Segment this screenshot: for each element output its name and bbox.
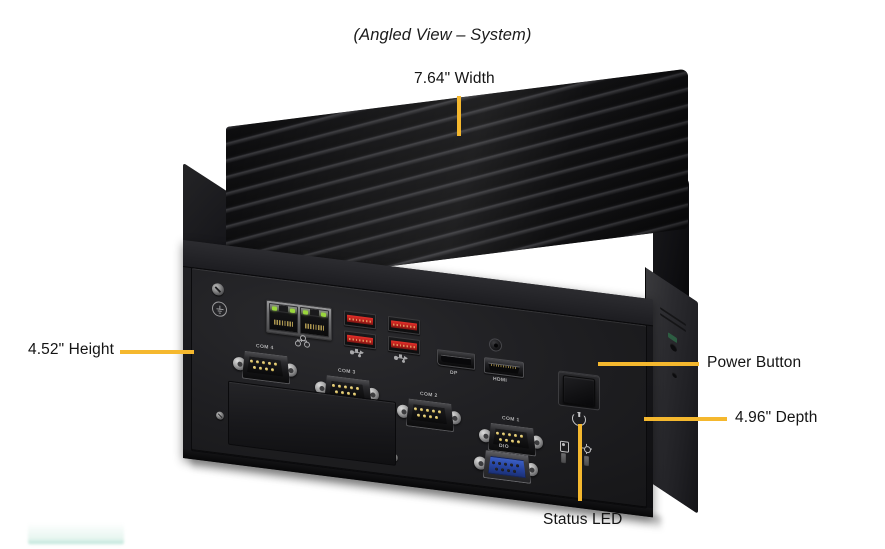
- earth-ground-icon: [212, 300, 227, 318]
- dp-slot: [441, 354, 471, 366]
- drive-icon: [559, 440, 569, 453]
- network-icon: [295, 334, 310, 349]
- usb-port-4[interactable]: [388, 335, 420, 355]
- faceplate-screw: [212, 282, 224, 297]
- callout-label-depth: 4.96" Depth: [735, 409, 818, 426]
- serial-port-com4[interactable]: [233, 349, 297, 383]
- silk-label-com4: COM 4: [256, 343, 274, 352]
- power-button-cap[interactable]: [563, 375, 595, 408]
- lan-port-2[interactable]: [300, 306, 329, 338]
- watermark-remnant: [28, 523, 124, 545]
- displayport-connector[interactable]: [437, 349, 475, 370]
- hdd-activity-led: [559, 440, 569, 464]
- leader-line-height: [120, 350, 194, 354]
- power-status-led: [581, 443, 592, 467]
- silk-label-com2: COM 2: [420, 390, 438, 400]
- usb-icon: [394, 354, 408, 364]
- lan-led-right: [290, 308, 295, 314]
- callout-label-power-button: Power Button: [707, 354, 802, 371]
- leader-line-depth: [644, 417, 727, 421]
- usb-port-3[interactable]: [388, 315, 420, 335]
- product-image: DP HDMI COM 4: [183, 68, 698, 531]
- faceplate-screw: [216, 411, 224, 421]
- callout-label-status-led: Status LED: [543, 511, 623, 528]
- usb-tongue: [347, 314, 373, 325]
- usb-tongue: [391, 319, 417, 331]
- callout-label-height: 4.52" Height: [28, 341, 114, 358]
- lan-port-1[interactable]: [269, 302, 298, 334]
- usb-port-1[interactable]: [344, 310, 376, 330]
- led-window: [584, 455, 589, 467]
- rj45-notch: [310, 309, 319, 317]
- usb-icon: [350, 348, 364, 358]
- led-window: [561, 452, 566, 464]
- leader-line-power-button: [598, 362, 699, 366]
- power-button[interactable]: [558, 370, 600, 411]
- silk-label-com1: COM 1: [502, 415, 520, 424]
- side-pcb-edge: [668, 332, 677, 344]
- usb-tongue: [347, 334, 373, 345]
- antenna-knockout: [489, 337, 502, 353]
- serial-port-com2[interactable]: [397, 397, 461, 431]
- rj45-pins: [305, 323, 324, 331]
- leader-line-width: [457, 96, 461, 136]
- leader-line-status-led: [578, 424, 582, 501]
- page-title: (Angled View – System): [353, 26, 532, 44]
- silk-label-dio: DIO: [499, 442, 509, 451]
- lan-led-left: [272, 306, 277, 311]
- lan-led-left: [303, 310, 308, 315]
- callout-label-width: 7.64" Width: [414, 70, 495, 87]
- power-led-icon: [581, 443, 592, 454]
- silk-label-hdmi: HDMI: [493, 376, 508, 384]
- side-screw-hole: [672, 370, 677, 380]
- usb-port-2[interactable]: [344, 330, 376, 350]
- silk-label-dp: DP: [450, 369, 458, 377]
- rj45-notch: [279, 305, 288, 313]
- lan-led-right: [321, 312, 326, 318]
- silk-label-com3: COM 3: [338, 367, 356, 376]
- usb-tongue: [391, 339, 417, 351]
- side-connector-hole: [670, 341, 677, 354]
- hdmi-connector[interactable]: [484, 357, 524, 379]
- rj45-pins: [274, 319, 293, 327]
